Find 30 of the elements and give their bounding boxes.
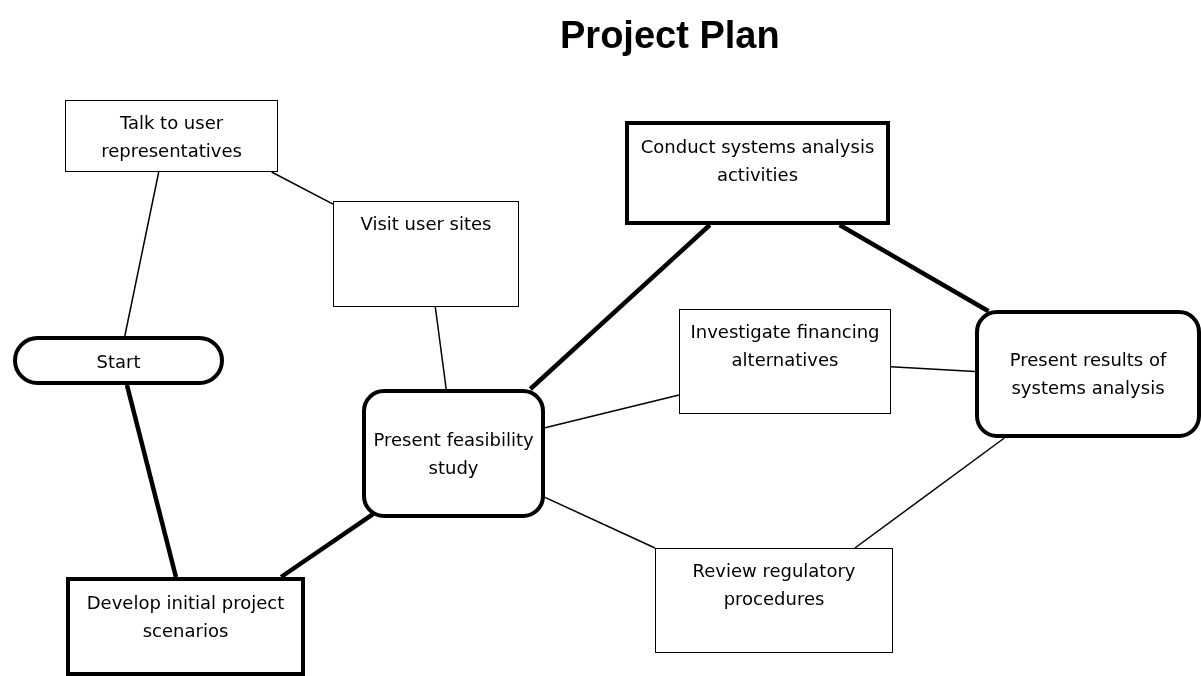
connector-line <box>854 437 1006 549</box>
node-label: Develop initial project scenarios <box>85 591 286 643</box>
process-box <box>65 100 278 172</box>
node-label: Talk to user representatives <box>100 111 243 163</box>
terminator-shape <box>13 336 224 385</box>
process-box <box>655 548 893 653</box>
connector-line <box>890 366 976 373</box>
rounded-process-box <box>362 389 545 518</box>
node-label: Visit user sites <box>360 212 492 236</box>
connector-line <box>838 223 990 314</box>
connector-line <box>124 171 160 337</box>
node-label: Present results of systems analysis <box>1008 348 1168 400</box>
process-box <box>333 201 519 307</box>
node-label: Review regulatory procedures <box>691 559 857 611</box>
connector-line <box>528 223 712 391</box>
diagram-title: Project Plan <box>560 14 780 57</box>
connector-line <box>544 394 680 429</box>
rounded-process-box <box>975 310 1201 438</box>
process-box <box>66 577 305 676</box>
node-label: Start <box>96 349 141 374</box>
connector-line <box>544 496 656 549</box>
connector-line <box>270 171 334 205</box>
node-label: Investigate financing alternatives <box>689 320 881 372</box>
node-label: Conduct systems analysis activities <box>639 135 876 187</box>
node-label: Present feasibility study <box>372 427 535 480</box>
connector-line <box>124 384 179 578</box>
connector-line <box>279 512 375 579</box>
connector-line <box>434 306 447 390</box>
process-box <box>679 309 891 414</box>
process-box <box>625 121 890 225</box>
